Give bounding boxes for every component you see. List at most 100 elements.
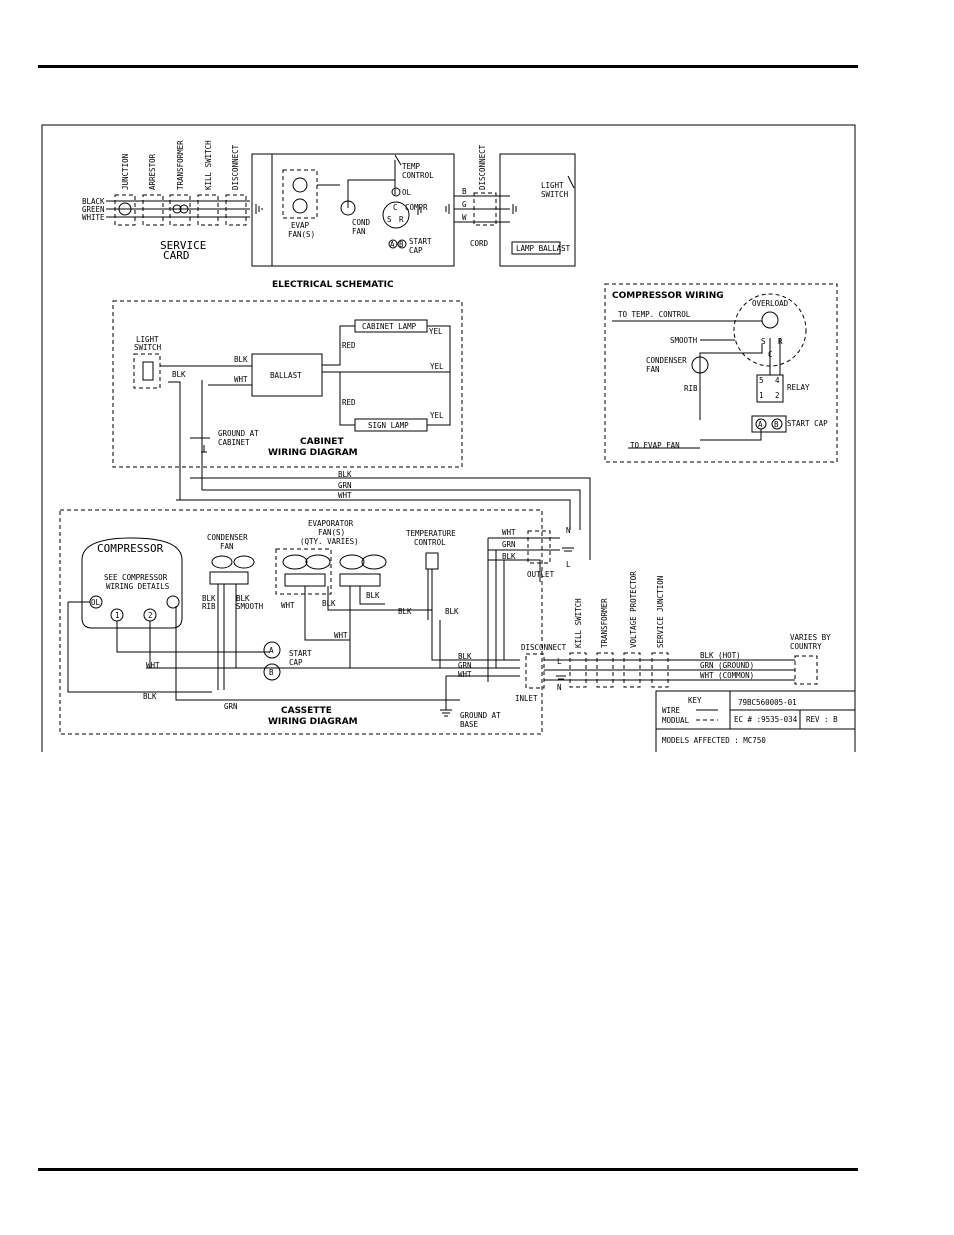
- cas-cond-1: CONDENSER: [207, 533, 248, 542]
- cas-evap-2: FAN(S): [318, 528, 345, 537]
- ground-symbol: [417, 205, 422, 215]
- condenser-fan-plug: [209, 571, 249, 585]
- chain-voltage-protector: VOLTAGE PROTECTOR: [629, 571, 638, 648]
- cab-gnd-1: GROUND AT: [218, 429, 259, 438]
- cw-cond-2: FAN: [646, 365, 660, 374]
- service-card-label-2: CARD: [163, 249, 190, 262]
- cas-wht-5: WHT: [502, 528, 516, 537]
- cassette-title-1: CASSETTE: [281, 706, 332, 716]
- bus-wires: BLK GRN WHT: [176, 470, 591, 560]
- evaporator-fan-plug: [339, 573, 381, 587]
- cab-signlamp: SIGN LAMP: [368, 421, 409, 430]
- compressor-body: [81, 537, 183, 629]
- cas-a: A: [269, 646, 274, 655]
- cas-blk-3: BLK: [322, 599, 336, 608]
- evaporator-fan-icon: [282, 554, 308, 570]
- evap-fan-icon: [292, 177, 308, 193]
- cas-wht-2: WHT: [334, 631, 348, 640]
- transformer-coil-icon: [172, 204, 182, 214]
- service-card-label-1: SERVICE: [160, 239, 206, 252]
- svc-label-transformer: TRANSFORMER: [176, 140, 185, 190]
- cas-b: B: [269, 668, 274, 677]
- cw-s: S: [761, 337, 766, 346]
- cab-yel-3: YEL: [430, 411, 444, 420]
- cab-cablamp: CABINET LAMP: [362, 322, 417, 331]
- bus-grn: GRN: [338, 481, 352, 490]
- cas-blk-1: BLK: [202, 594, 216, 603]
- cw-relay: RELAY: [787, 383, 810, 392]
- cw-to-evap: TO EVAP FAN: [630, 441, 680, 450]
- light-switch-icon: [142, 361, 154, 381]
- start-cap-box: [751, 415, 787, 433]
- cab-ls-1: LIGHT: [136, 335, 159, 344]
- cas-common: WHT (COMMON): [700, 671, 754, 680]
- light-switch-box: [499, 153, 576, 267]
- evaporator-fan-icon: [339, 554, 365, 570]
- temp-label-2: CONTROL: [402, 171, 434, 180]
- outlet-module: [527, 530, 551, 564]
- cas-grn-1: GRN: [224, 702, 238, 711]
- cas-ground-terminal-icon: [166, 595, 180, 609]
- disconnect-module: [225, 194, 247, 226]
- cas-grn-3: GRN: [502, 540, 516, 549]
- cw-rib: RIB: [684, 384, 698, 393]
- ground-symbol: [445, 204, 450, 214]
- cond-fan-icon: [340, 200, 356, 216]
- cas-l-1: L: [566, 560, 571, 569]
- cas-varies-1: VARIES BY: [790, 633, 831, 642]
- evap-fan-icon: [292, 198, 308, 214]
- cas-hot: BLK (HOT): [700, 651, 741, 660]
- condenser-fan-icon: [233, 555, 255, 569]
- cas-compressor: COMPRESSOR: [97, 542, 164, 555]
- cab-red-1: RED: [342, 341, 356, 350]
- cabinet-box: [112, 300, 463, 468]
- cas-see-1: SEE COMPRESSOR: [104, 573, 168, 582]
- sch-ls-2: SWITCH: [541, 190, 569, 199]
- sch-bgw-g: G: [462, 200, 467, 209]
- evap-fan-module: [282, 169, 318, 219]
- cw-overload: OVERLOAD: [752, 299, 789, 308]
- schematic-box: [251, 153, 455, 267]
- arrestor-module: [142, 194, 164, 226]
- cab-wht: WHT: [234, 375, 248, 384]
- ground-symbol: [562, 547, 574, 552]
- evaporator-fan-module: [275, 548, 332, 595]
- cas-start-2: CAP: [289, 658, 303, 667]
- cab-blk-2: BLK: [172, 370, 186, 379]
- cas-smooth: SMOOTH: [236, 602, 264, 611]
- sch-bgw-w: W: [462, 213, 467, 222]
- cab-blk-1: BLK: [234, 355, 248, 364]
- compressor-icon: [382, 201, 410, 229]
- cas-blk-4: BLK: [366, 591, 380, 600]
- cas-outlet: OUTLET: [527, 570, 555, 579]
- start-cap-label-1: START: [409, 237, 432, 246]
- start-cap-label-2: CAP: [409, 246, 423, 255]
- sch-bgw-b: B: [462, 187, 467, 196]
- sch-c: C: [393, 203, 398, 212]
- kill-switch-module: [197, 194, 219, 226]
- cw-r5: 5: [759, 376, 764, 385]
- cas-wht-3: WHT: [146, 661, 160, 670]
- cw-c: C: [768, 350, 773, 359]
- cab-ballast: BALLAST: [270, 371, 302, 380]
- overload-icon: [391, 187, 401, 197]
- svc-label-arrestor: ARRESTOR: [148, 153, 157, 190]
- chain-kill-switch: KILL SWITCH: [574, 598, 583, 648]
- chain-transformer: TRANSFORMER: [600, 598, 609, 648]
- sch-r: R: [399, 215, 404, 224]
- cas-blk-6: BLK: [445, 607, 459, 616]
- cassette-title-2: WIRING DIAGRAM: [268, 717, 358, 727]
- ground-symbol: [440, 709, 452, 717]
- sch-ls-1: LIGHT: [541, 181, 564, 190]
- cord-label: CORD: [470, 239, 489, 248]
- cas-blk-9: BLK: [502, 552, 516, 561]
- evap-label-2: FAN(S): [288, 230, 315, 239]
- overload-icon: [761, 311, 779, 329]
- cw-cond-1: CONDENSER: [646, 356, 687, 365]
- cas-n-2: N: [557, 683, 562, 692]
- cab-yel-1: YEL: [429, 327, 443, 336]
- condenser-fan-icon: [691, 356, 709, 374]
- sch-disconnect-label: DISCONNECT: [478, 144, 487, 190]
- ground-symbol: [512, 204, 517, 214]
- electrical-schematic-title: ELECTRICAL SCHEMATIC: [272, 280, 394, 290]
